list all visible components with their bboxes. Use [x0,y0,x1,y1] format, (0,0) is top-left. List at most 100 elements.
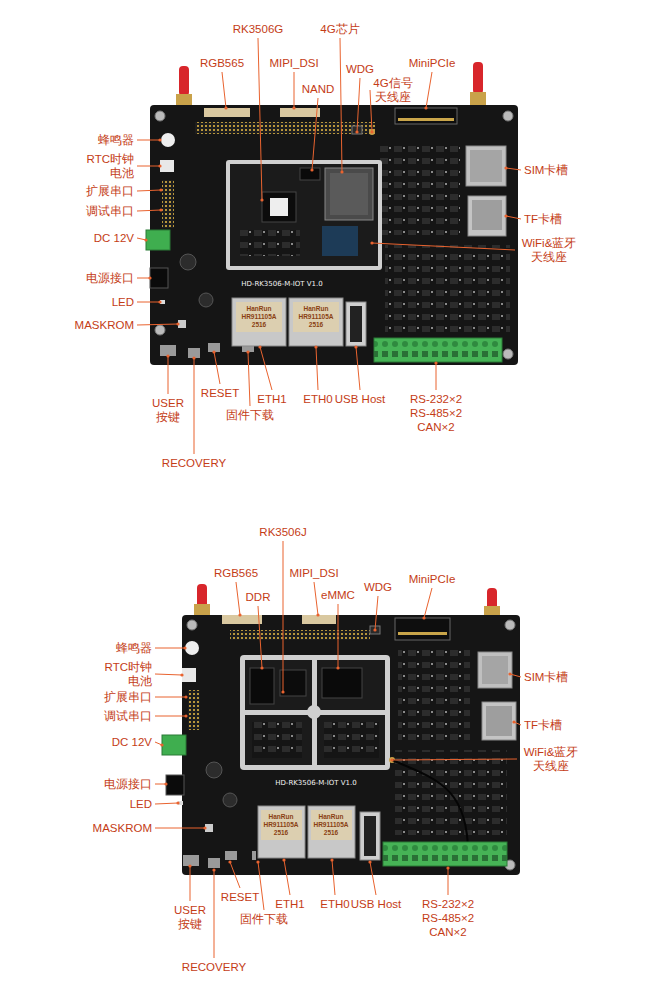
top-board [146,62,518,365]
leader-dot [316,613,319,616]
leader-dot [310,168,313,171]
silkscreen-text: HD-RK3506-M-IOT V1.0 [241,280,323,288]
leader-line [370,90,372,132]
callout-label: USB Host [335,392,386,406]
leader-dot [282,858,285,861]
leader-line [214,352,220,384]
callout-label: 电源接口 [104,777,152,791]
callout-label: MASKROM [93,821,152,835]
leader-dot [354,345,357,348]
leader-dot [314,345,317,348]
leader-line [137,166,160,167]
callout-label: 扩展串口 [86,184,134,198]
callout-label: 扩展串口 [104,690,152,704]
leader-dot [424,106,427,109]
leader-dot [158,164,161,167]
leader-line [214,870,215,958]
leader-line [506,168,521,170]
callout-label: WiFi&蓝牙 天线座 [520,745,582,773]
leader-line [338,604,339,668]
leader-line [155,784,166,785]
leader-line [137,210,161,211]
leader-line [284,860,290,895]
callout-label: WDG [364,580,392,594]
callout-label: USER 按键 [150,396,186,424]
leader-dot [446,866,449,869]
leader-dot [158,138,161,141]
callout-label: eMMC [321,588,355,602]
leader-dot [504,214,507,217]
leader-line [230,862,240,888]
callout-label: ETH1 [275,897,304,911]
callout-label: RK3506G [233,22,284,36]
leader-dot [258,345,261,348]
callout-label: SIM卡槽 [524,163,568,177]
leader-dot [434,361,437,364]
leader-line [375,596,378,630]
jack-marking: HR911105A [298,313,333,321]
leader-dot [166,354,169,357]
leader-dot [422,616,425,619]
leader-line [372,243,515,250]
leader-dot [512,720,515,723]
leader-dot [281,690,284,693]
jack-marking: 2516 [309,321,323,329]
leader-dot [508,672,511,675]
leader-dot [184,695,187,698]
leader-dot [183,646,186,649]
leader-line [312,98,318,170]
leader-dot [159,188,162,191]
leader-dot [180,673,183,676]
leader-line [137,302,160,303]
leader-line [168,356,169,394]
leader-dot [192,356,195,359]
leader-line [137,324,178,325]
leader-dot [228,860,231,863]
callout-label: MIPI_DSI [269,56,318,70]
leader-dot [368,860,371,863]
leader-line [314,582,318,615]
callout-label: RS-232×2 RS-485×2 CAN×2 [416,897,480,939]
callout-label: ETH1 [257,392,286,406]
leader-line [448,868,449,895]
leader-line [356,347,360,390]
leader-line [506,216,521,219]
leader-line [155,828,205,829]
jack-marking: HanRun [269,813,294,821]
callout-label: 4G芯片 [320,22,359,36]
leader-dot [256,860,259,863]
jack-marking: 2516 [252,321,266,329]
callout-label: TF卡槽 [524,212,562,226]
callout-label: USB Host [351,897,402,911]
callout-label: USER 按键 [172,903,208,931]
leader-dot [184,714,187,717]
callout-label: 固件下载 [240,912,288,926]
leader-line [392,759,517,760]
leader-line [248,352,250,406]
leader-dot [158,300,161,303]
leader-line [260,347,272,390]
callout-label: MIPI_DSI [289,566,338,580]
leader-line [424,588,432,618]
leader-dot [292,106,295,109]
leader-line [436,363,437,390]
leader-line [258,606,262,668]
leader-dot [373,628,376,631]
callout-label: DC 12V [94,231,134,245]
leader-dot [330,858,333,861]
leader-line [155,648,185,649]
callout-label: MiniPCIe [409,572,456,586]
leader-dot [224,106,227,109]
jack-marking: HR911105A [313,821,348,829]
callout-label: TF卡槽 [524,718,562,732]
callout-label: DDR [246,590,271,604]
leader-line [155,716,186,717]
leader-dot [336,666,339,669]
callout-label: RECOVERY [182,960,246,974]
leader-dot [212,868,215,871]
callout-label: MASKROM [75,318,134,332]
leader-line [340,38,342,172]
leader-dot [148,276,151,279]
